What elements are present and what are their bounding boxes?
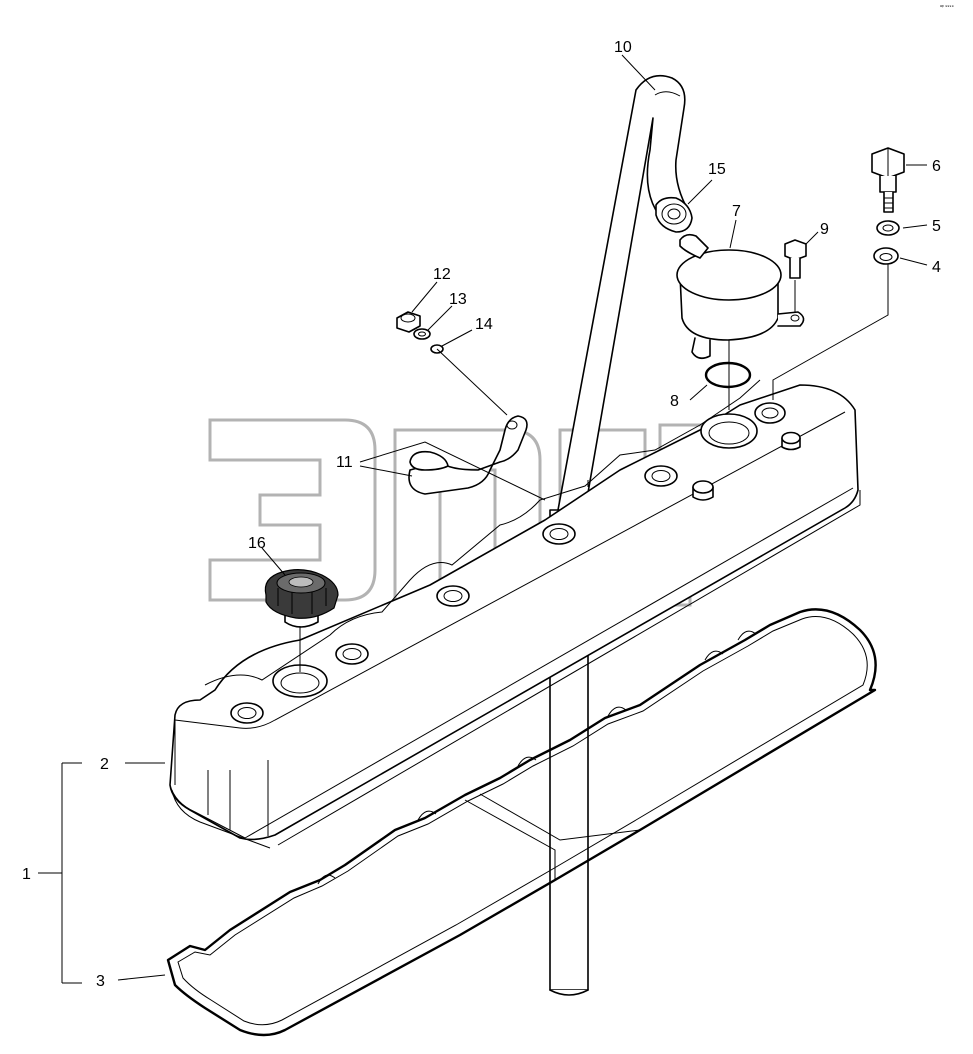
- hose-clip: [655, 196, 693, 233]
- breather-canister: [676, 233, 805, 410]
- callout-3: 3: [96, 973, 105, 990]
- callout-12: 12: [433, 266, 451, 283]
- cover-holes: [230, 402, 801, 724]
- o-ring: [704, 361, 752, 389]
- sealing-washer: [876, 220, 900, 236]
- rocker-cover: [169, 379, 861, 849]
- callout-14: 14: [475, 316, 493, 333]
- callout-10: 10: [614, 39, 632, 56]
- callout-9: 9: [820, 221, 829, 238]
- nut-and-washers: [396, 311, 508, 416]
- callout-6: 6: [932, 158, 941, 175]
- rubber-grommet: [772, 247, 899, 400]
- cover-bolt: [871, 147, 905, 213]
- callout-13: 13: [449, 291, 467, 308]
- callout-leaders: [38, 54, 928, 984]
- cover-gasket: [166, 608, 877, 1037]
- callout-5: 5: [932, 218, 941, 235]
- callout-7: 7: [732, 203, 741, 220]
- callout-8: 8: [670, 393, 679, 410]
- callout-15: 15: [708, 161, 726, 178]
- callout-11: 11: [336, 454, 353, 471]
- callout-16: 16: [248, 535, 266, 552]
- oil-filler-cap: [264, 569, 339, 672]
- callout-2: 2: [100, 756, 109, 773]
- callout-4: 4: [932, 259, 941, 276]
- callout-1: 1: [22, 866, 31, 883]
- corner-mark: ᵃᵖ ⁹⁹⁹⁹: [940, 4, 954, 10]
- canister-bolt: [784, 239, 807, 312]
- tube-clamp: [408, 415, 528, 495]
